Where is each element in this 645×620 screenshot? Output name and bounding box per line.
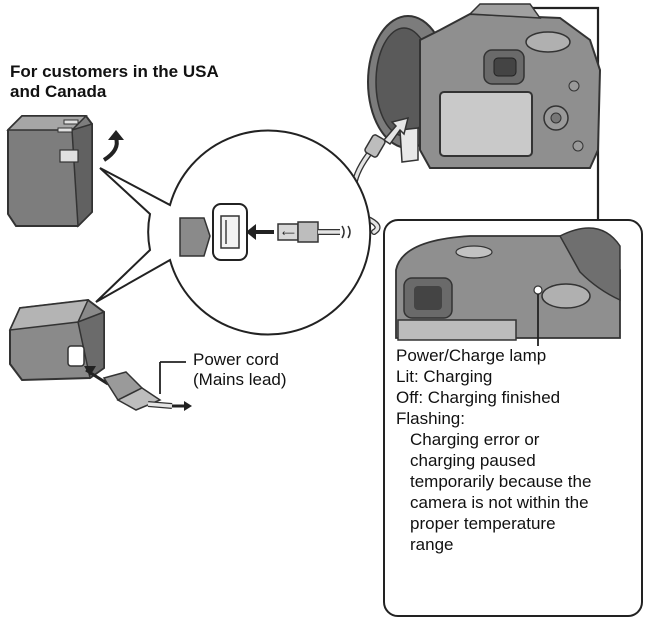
region-heading: For customers in the USA and Canada: [10, 62, 270, 102]
us-ac-adapter: [6, 115, 93, 228]
insert-arrow: [382, 116, 410, 146]
ac-adapter-with-cord: [8, 298, 105, 382]
heading-line-2: and Canada: [10, 82, 107, 101]
flashing-desc-line: temporarily because the: [410, 472, 592, 491]
rotate-arrow: [102, 137, 119, 162]
lamp-lit-status: Lit: Charging: [396, 367, 493, 386]
power-cord-label: Power cord (Mains lead): [193, 350, 287, 390]
lamp-flashing-status: Flashing:: [396, 409, 465, 428]
camera-illustration: [367, 3, 602, 169]
flashing-desc-line: proper temperature: [410, 514, 556, 533]
flashing-desc-line: range: [410, 535, 454, 554]
magnified-callout: ⟵: [95, 129, 372, 336]
camera-closeup: [395, 227, 621, 341]
lamp-off-status: Off: Charging finished: [396, 388, 561, 407]
power-plug: [102, 371, 162, 411]
power-cord-label-line-1: Power cord: [193, 350, 279, 369]
flashing-desc-line: Charging error or: [410, 430, 540, 449]
lamp-info-text: Power/Charge lamp Lit: Charging Off: Cha…: [396, 345, 626, 555]
svg-text:⟵: ⟵: [282, 229, 295, 239]
lamp-title: Power/Charge lamp: [396, 346, 547, 365]
flashing-desc-line: charging paused: [410, 451, 536, 470]
flashing-desc-line: camera is not within the: [410, 493, 589, 512]
power-cord-label-line-2: (Mains lead): [193, 370, 287, 389]
heading-line-1: For customers in the USA: [10, 62, 219, 81]
